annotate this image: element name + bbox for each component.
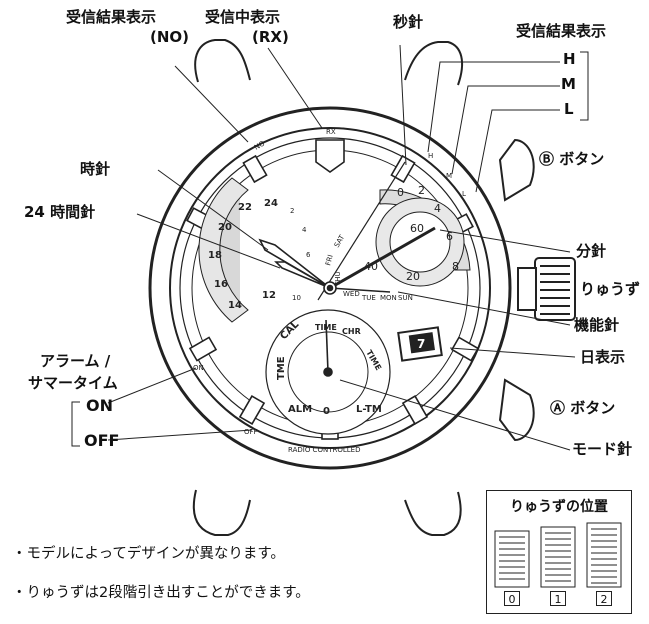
label-on: ON: [86, 396, 113, 415]
svg-text:TME: TME: [276, 356, 287, 380]
svg-text:6: 6: [306, 251, 311, 259]
svg-text:MON: MON: [380, 294, 397, 302]
svg-text:SUN: SUN: [398, 294, 413, 302]
label-alarm-summer-2: サマータイム: [28, 374, 118, 392]
date-window: 7: [397, 326, 443, 362]
function-hand: [329, 287, 391, 293]
label-level-h: H: [563, 50, 576, 68]
label-reception-result-no: 受信結果表示: [66, 8, 157, 26]
note-crown: ・りゅうずは2段階引き出すことができます。: [12, 585, 310, 601]
m-mark: M: [446, 172, 452, 180]
svg-text:L-TM: L-TM: [356, 404, 382, 415]
label-level-l: L: [564, 100, 574, 118]
svg-text:12: 12: [262, 290, 276, 301]
label-level-m: M: [561, 75, 576, 93]
label-reception-result-no-sub: (NO): [150, 28, 190, 46]
svg-text:0: 0: [397, 186, 404, 199]
button-b[interactable]: [498, 138, 535, 202]
label-second-hand: 秒針: [393, 13, 424, 31]
h-mark: H: [428, 152, 433, 160]
dial-labels: RX NO H M L ON OFF RADIO CONTROLLED: [193, 128, 466, 454]
svg-text:WED: WED: [343, 290, 360, 298]
crown-pos-2-shape: [586, 522, 622, 588]
24h-hand: [274, 261, 331, 289]
label-receiving: 受信中表示: [205, 8, 281, 26]
svg-text:18: 18: [208, 250, 222, 261]
off-mark: OFF: [244, 428, 258, 436]
mode-hand: [325, 319, 329, 373]
label-reception-result: 受信結果表示: [516, 22, 607, 40]
crown-positions-illustration: [494, 522, 622, 588]
label-button-b: Ⓑ ボタン: [539, 150, 605, 168]
l-mark: L: [462, 190, 466, 198]
label-off: OFF: [84, 431, 120, 450]
crown-positions-title: りゅうずの位置: [510, 499, 608, 515]
hands: [258, 161, 436, 377]
svg-text:2: 2: [418, 184, 425, 197]
svg-text:FRI: FRI: [324, 254, 335, 267]
note-design: ・モデルによってデザインが異なります。: [12, 546, 285, 562]
crown-pos-2: 2: [596, 591, 612, 606]
svg-text:THU: THU: [334, 271, 342, 287]
bracket-hml: [580, 51, 589, 121]
svg-text:7: 7: [417, 337, 425, 351]
button-a[interactable]: [498, 378, 535, 442]
svg-text:16: 16: [214, 279, 228, 290]
svg-text:24: 24: [264, 198, 278, 209]
svg-text:8: 8: [452, 260, 459, 273]
label-alarm-summer: アラーム /: [40, 352, 111, 370]
svg-text:0: 0: [323, 406, 330, 417]
bracket-on-off: [71, 401, 80, 447]
svg-text:60: 60: [410, 222, 424, 235]
second-hand: [317, 161, 406, 301]
label-24h-hand: 24 時間針: [24, 203, 96, 221]
label-date-display: 日表示: [580, 348, 626, 366]
leader-lines: [107, 44, 576, 451]
svg-text:CHR: CHR: [342, 327, 361, 336]
label-mode-hand: モード針: [572, 440, 633, 458]
label-function-hand: 機能針: [574, 316, 620, 334]
svg-text:2: 2: [290, 207, 294, 215]
subdial-chrono: 0 2 4 6 8 60 40 20: [364, 184, 471, 287]
svg-text:TUE: TUE: [361, 294, 376, 302]
watch-case: [192, 39, 464, 536]
on-mark: ON: [193, 364, 204, 372]
label-minute-hand: 分針: [576, 242, 607, 260]
crown-pos-0: 0: [504, 591, 520, 606]
subdial-24h: 24 22 20 18 16 14 12 2 4 6 10: [198, 177, 311, 323]
rx-mark: RX: [326, 128, 336, 136]
radio-controlled-mark: RADIO CONTROLLED: [288, 446, 360, 454]
svg-text:4: 4: [434, 202, 441, 215]
crown-pos-0-shape: [494, 530, 530, 588]
svg-text:14: 14: [228, 300, 242, 311]
svg-text:4: 4: [302, 226, 307, 234]
svg-text:22: 22: [238, 202, 252, 213]
crown-pos-1: 1: [550, 591, 566, 606]
minute-hand: [329, 226, 436, 290]
svg-text:20: 20: [406, 270, 420, 283]
crown-knob[interactable]: [517, 257, 576, 321]
svg-text:ALM: ALM: [288, 404, 312, 415]
svg-text:20: 20: [218, 222, 232, 233]
label-receiving-sub: (RX): [252, 28, 289, 46]
label-crown: りゅうず: [580, 280, 641, 298]
svg-text:6: 6: [446, 230, 453, 243]
crown-positions-box: りゅうずの位置 0 1 2: [486, 490, 632, 614]
svg-text:10: 10: [292, 294, 301, 302]
label-button-a: Ⓐ ボタン: [550, 399, 616, 417]
label-hour-hand: 時針: [80, 160, 111, 178]
